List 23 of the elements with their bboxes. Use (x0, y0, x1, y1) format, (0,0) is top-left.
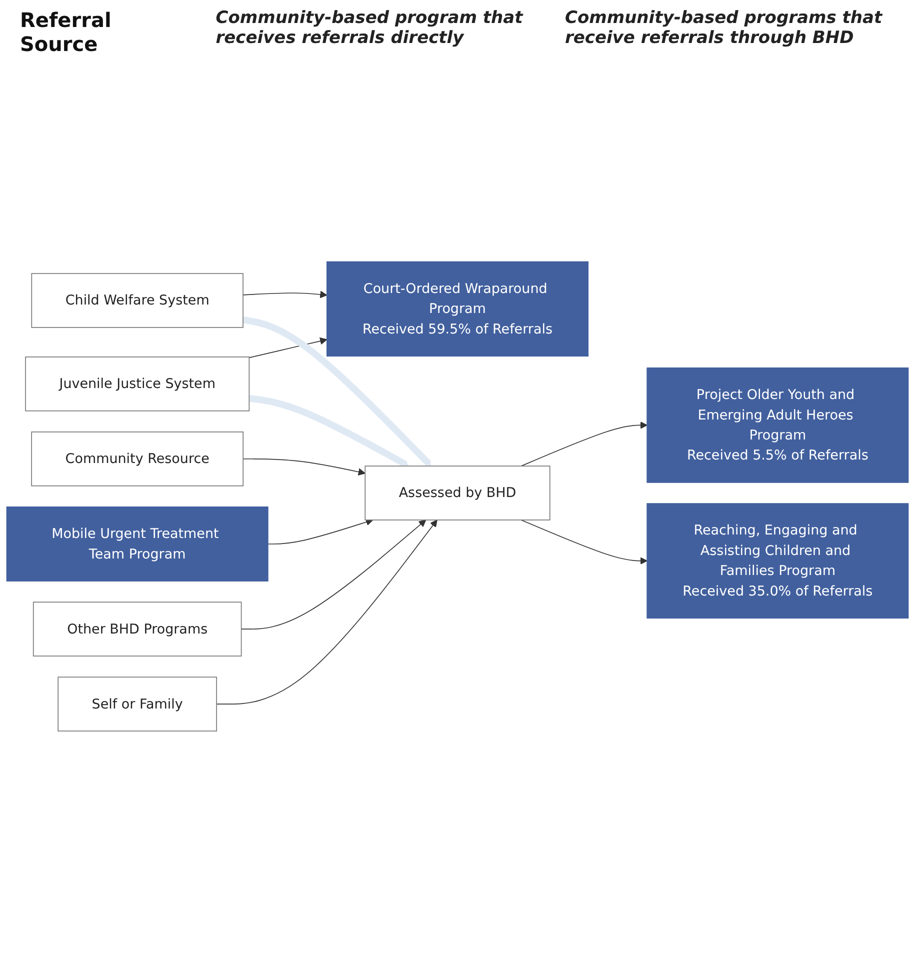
arrow (520, 519, 648, 564)
arrow (520, 421, 648, 466)
arrow (268, 518, 374, 544)
node-box: Mobile Urgent Treatment Team Program (6, 506, 268, 582)
section-heading: Community-based program that receives referrals directly (216, 8, 524, 50)
arrow (242, 316, 432, 466)
node-box: Juvenile Justice System (25, 356, 250, 411)
node-box: Reaching, Engaging and Assisting Children and Families Program Received 35.0% of Referrals (646, 502, 909, 618)
arrow (242, 458, 366, 476)
node-box: Project Older Youth and Emerging Adult Heroes Program Received 5.5% of Referrals (646, 367, 909, 483)
arrow (248, 394, 410, 467)
arrow (248, 337, 328, 358)
node-box: Court-Ordered Wraparound Program Received 59.5% of Referrals (326, 260, 589, 356)
node-box: Assessed by BHD (364, 465, 550, 520)
section-heading: Community-based programs that receive referrals through BHD (565, 8, 884, 50)
node-box: Community Resource (31, 431, 244, 486)
node-box: Self or Family (58, 676, 217, 732)
arrow (242, 290, 328, 298)
node-box: Child Welfare System (31, 272, 244, 328)
arrow (216, 519, 438, 704)
arrow (240, 519, 426, 630)
node-box: Other BHD Programs (32, 601, 242, 656)
column-heading: Referral Source (20, 8, 112, 56)
